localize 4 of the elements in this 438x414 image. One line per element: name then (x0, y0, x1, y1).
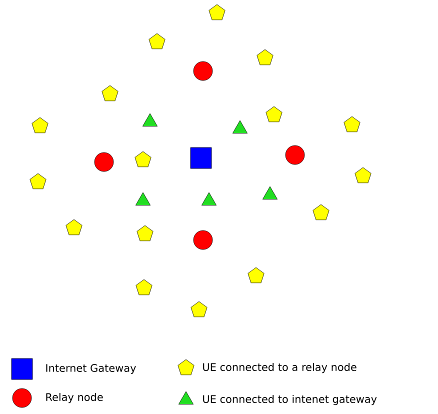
legend-label: Internet Gateway (46, 364, 136, 374)
legend-label: UE connected to intenet gateway (203, 394, 377, 406)
legend-label: UE connected to a relay node (203, 362, 356, 374)
legend-label: Relay node (46, 392, 103, 404)
